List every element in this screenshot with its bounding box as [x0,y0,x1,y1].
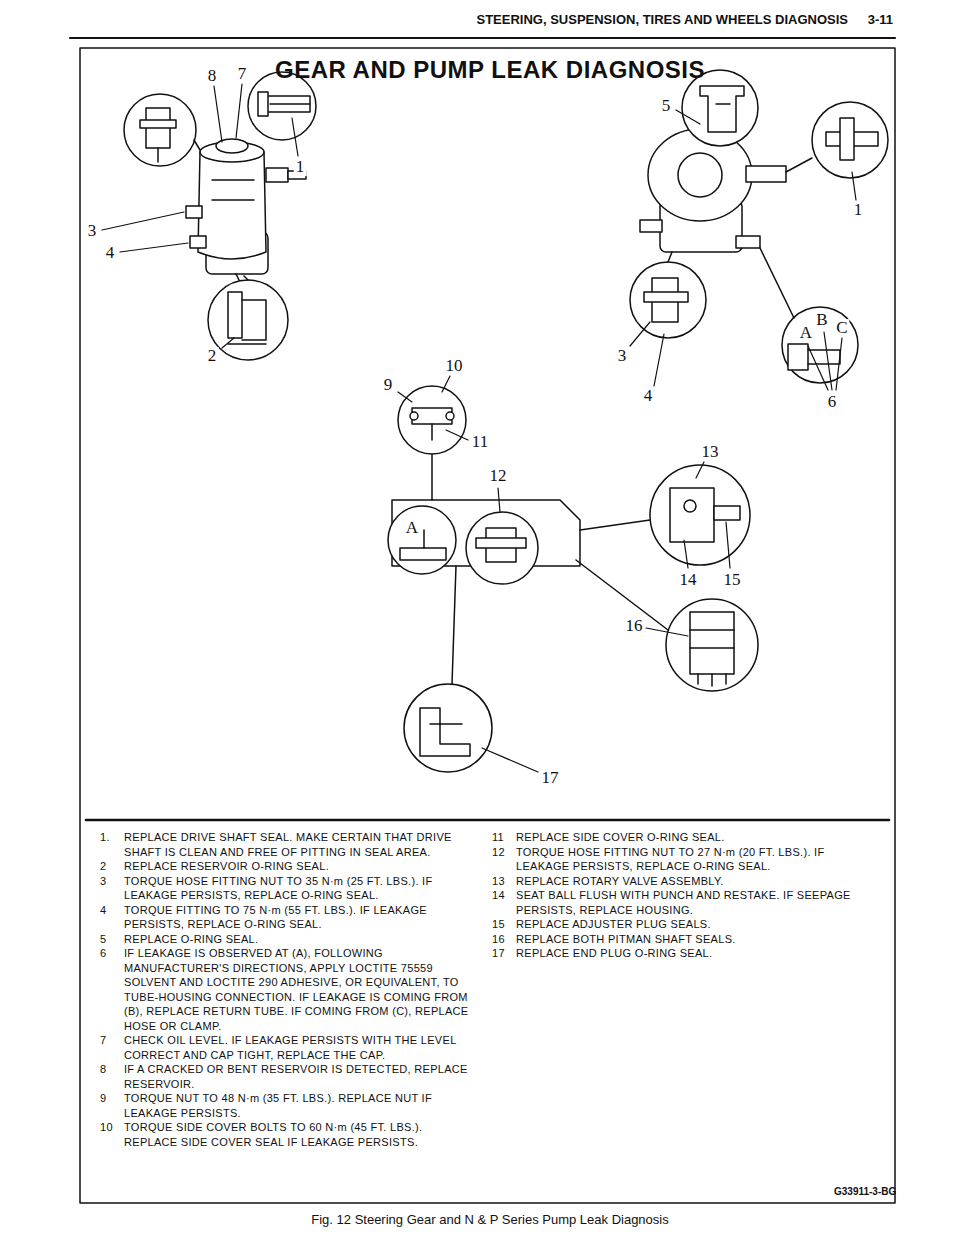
note-text: REPLACE ROTARY VALVE ASSEMBLY. [516,874,880,889]
callout-number: 7 [236,65,249,83]
note-text: TORQUE FITTING TO 75 N·m (55 FT. LBS.). … [124,903,472,932]
note-number: 9 [100,1091,124,1120]
note-text: REPLACE SIDE COVER O-RING SEAL. [516,830,880,845]
callout-number: 12 [488,467,509,485]
note-row: 10TORQUE SIDE COVER BOLTS TO 60 N·m (45 … [100,1120,472,1149]
note-number: 15 [492,917,516,932]
note-number: 3 [100,874,124,903]
callout-number: 1 [294,158,307,176]
note-text: REPLACE DRIVE SHAFT SEAL. MAKE CERTAIN T… [124,830,472,859]
callout-number: 3 [616,347,629,365]
note-text: REPLACE BOTH PITMAN SHAFT SEALS. [516,932,880,947]
note-text: REPLACE RESERVOIR O-RING SEAL. [124,859,472,874]
note-number: 5 [100,932,124,947]
note-number: 4 [100,903,124,932]
callout-number: A [404,519,420,537]
note-row: 17REPLACE END PLUG O-RING SEAL. [492,946,880,961]
note-number: 1. [100,830,124,859]
leader-lines [630,110,856,390]
figure-caption: Fig. 12 Steering Gear and N & P Series P… [311,1212,668,1227]
callout-number: B [814,311,829,329]
note-number: 14 [492,888,516,917]
note-text: TORQUE NUT TO 48 N·m (35 FT. LBS.). REPL… [124,1091,472,1120]
note-row: 13REPLACE ROTARY VALVE ASSEMBLY. [492,874,880,889]
note-text: CHECK OIL LEVEL. IF LEAKAGE PERSISTS WIT… [124,1033,472,1062]
callout-number: C [834,319,849,337]
callout-number: 1 [852,201,865,219]
notes-column: 1.REPLACE DRIVE SHAFT SEAL. MAKE CERTAIN… [100,830,472,1149]
note-text: TORQUE SIDE COVER BOLTS TO 60 N·m (45 FT… [124,1120,472,1149]
note-row: 9TORQUE NUT TO 48 N·m (35 FT. LBS.). REP… [100,1091,472,1120]
note-text: REPLACE ADJUSTER PLUG SEALS. [516,917,880,932]
note-text: REPLACE O-RING SEAL. [124,932,472,947]
note-text: TORQUE HOSE FITTING NUT TO 35 N·m (25 FT… [124,874,472,903]
note-row: 15REPLACE ADJUSTER PLUG SEALS. [492,917,880,932]
note-row: 6IF LEAKAGE IS OBSERVED AT (A), FOLLOWIN… [100,946,472,1033]
note-text: IF A CRACKED OR BENT RESERVOIR IS DETECT… [124,1062,472,1091]
callout-number: 9 [382,376,395,394]
note-row: 8IF A CRACKED OR BENT RESERVOIR IS DETEC… [100,1062,472,1091]
note-number: 7 [100,1033,124,1062]
note-number: 11 [492,830,516,845]
note-row: 5REPLACE O-RING SEAL. [100,932,472,947]
callout-number: 2 [206,347,219,365]
callout-number: 10 [444,357,465,375]
pump-right-insets [630,70,888,383]
note-row: 2REPLACE RESERVOIR O-RING SEAL. [100,859,472,874]
callout-number: 11 [470,433,490,451]
callout-number: 13 [700,443,721,461]
note-text: TORQUE HOSE FITTING NUT TO 27 N·m (20 FT… [516,845,880,874]
note-row: 11REPLACE SIDE COVER O-RING SEAL. [492,830,880,845]
pump-left-insets [124,72,316,360]
note-row: 1.REPLACE DRIVE SHAFT SEAL. MAKE CERTAIN… [100,830,472,859]
note-number: 8 [100,1062,124,1091]
note-text: REPLACE END PLUG O-RING SEAL. [516,946,880,961]
note-text: IF LEAKAGE IS OBSERVED AT (A), FOLLOWING… [124,946,472,1033]
note-row: 14SEAT BALL FLUSH WITH PUNCH AND RESTAKE… [492,888,880,917]
callout-number: 16 [624,617,645,635]
callout-number: 17 [540,769,561,787]
pump-left [186,139,306,282]
callout-number: A [798,324,814,342]
callout-number: 15 [722,571,743,589]
callout-number: 4 [642,387,655,405]
note-number: 2 [100,859,124,874]
callout-number: 6 [826,393,839,411]
gear-insets [388,386,758,772]
page-header: STEERING, SUSPENSION, TIRES AND WHEELS D… [476,12,848,27]
pump-right [640,129,786,252]
notes-column: 11REPLACE SIDE COVER O-RING SEAL.12TORQU… [492,830,880,961]
note-row: 4TORQUE FITTING TO 75 N·m (55 FT. LBS.).… [100,903,472,932]
page-number: 3-11 [868,12,893,27]
note-number: 6 [100,946,124,1033]
callout-number: 8 [206,67,219,85]
note-text: SEAT BALL FLUSH WITH PUNCH AND RESTAKE. … [516,888,880,917]
note-number: 17 [492,946,516,961]
leader-lines [398,376,730,772]
note-row: 12TORQUE HOSE FITTING NUT TO 27 N·m (20 … [492,845,880,874]
note-row: 16REPLACE BOTH PITMAN SHAFT SEALS. [492,932,880,947]
note-number: 16 [492,932,516,947]
note-number: 12 [492,845,516,874]
leader-lines [102,84,298,348]
diagram-title: GEAR AND PUMP LEAK DIAGNOSIS [275,56,705,84]
callout-number: 4 [104,244,117,262]
callout-number: 3 [86,222,99,240]
callout-number: 14 [678,571,699,589]
note-number: 10 [100,1120,124,1149]
note-row: 3TORQUE HOSE FITTING NUT TO 35 N·m (25 F… [100,874,472,903]
note-row: 7CHECK OIL LEVEL. IF LEAKAGE PERSISTS WI… [100,1033,472,1062]
note-number: 13 [492,874,516,889]
figure-code: G33911-3-BG [834,1186,896,1197]
callout-number: 5 [660,97,673,115]
